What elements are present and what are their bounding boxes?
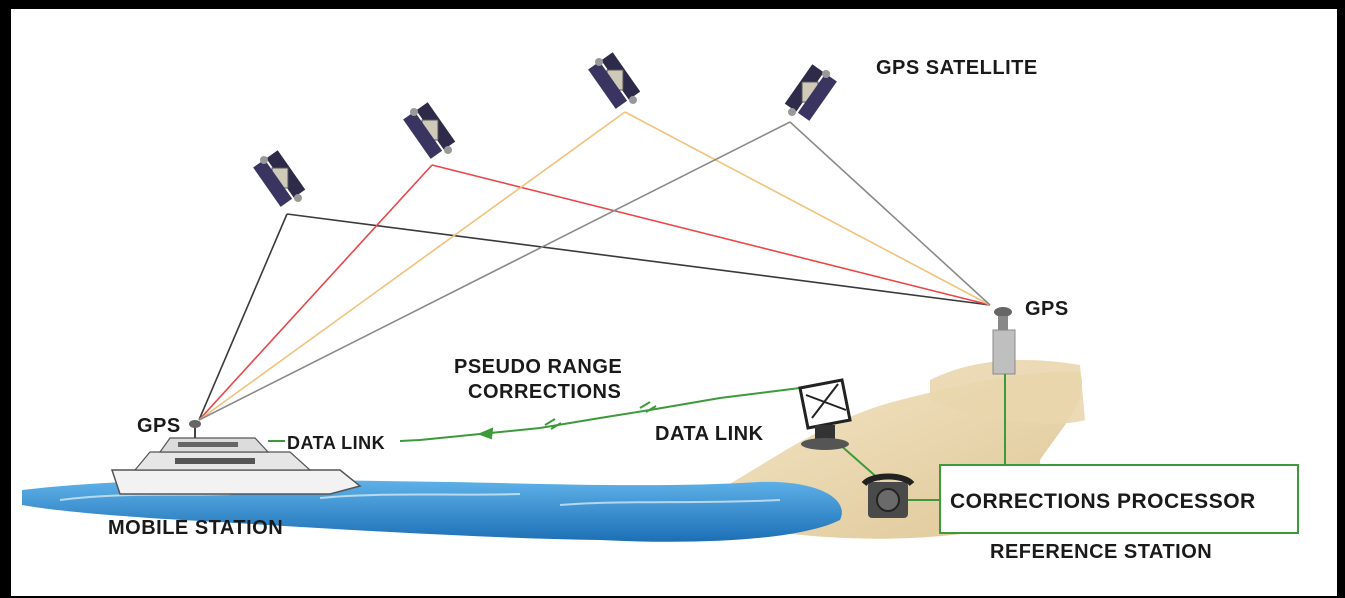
- signal-line-sat1-ref: [286, 213, 991, 306]
- mobile-station-boat-icon: [110, 420, 362, 495]
- gps-satellite-label: GPS SATELLITE: [876, 57, 1038, 79]
- gps-satellite-icon: [252, 149, 306, 208]
- mobile-gps-label: GPS: [137, 415, 181, 437]
- data-link-lines: [268, 374, 1006, 501]
- reference-gps-label: GPS: [1025, 298, 1069, 320]
- data-link-arrow-icon: [477, 427, 494, 440]
- pseudo-range-label-line1: PSEUDO RANGE: [454, 356, 622, 378]
- data-link-reference-label: DATA LINK: [655, 423, 764, 445]
- corrections-processor-label: CORRECTIONS PROCESSOR: [950, 490, 1256, 513]
- gps-satellite-icon: [402, 101, 456, 160]
- signal-line-sat4-mobile: [198, 121, 791, 421]
- signal-line-sat3-ref: [624, 111, 991, 306]
- pseudo-range-label-line2: CORRECTIONS: [468, 381, 621, 403]
- signal-line-sat3-mobile: [198, 111, 626, 421]
- reference-gps-antenna-icon: [992, 307, 1016, 375]
- hill-sand: [930, 360, 1085, 424]
- reference-station-label: REFERENCE STATION: [990, 541, 1212, 563]
- telephone-icon: [861, 473, 915, 518]
- data-link-mobile-label: DATA LINK: [287, 433, 385, 453]
- mobile-station-label: MOBILE STATION: [108, 517, 283, 539]
- water: [22, 479, 842, 542]
- gps-satellite-icon: [587, 51, 641, 110]
- signal-lines: [198, 111, 991, 421]
- data-link-radio-wave: [399, 387, 801, 442]
- corrections-processor-box: [939, 464, 1299, 534]
- signal-line-sat4-ref: [789, 121, 991, 306]
- signal-line-sat1-mobile: [198, 213, 288, 421]
- signal-line-sat2-ref: [431, 164, 991, 306]
- data-link-antenna-icon: [798, 378, 852, 450]
- gps-satellite-icon: [784, 63, 838, 122]
- signal-line-sat2-mobile: [198, 164, 433, 421]
